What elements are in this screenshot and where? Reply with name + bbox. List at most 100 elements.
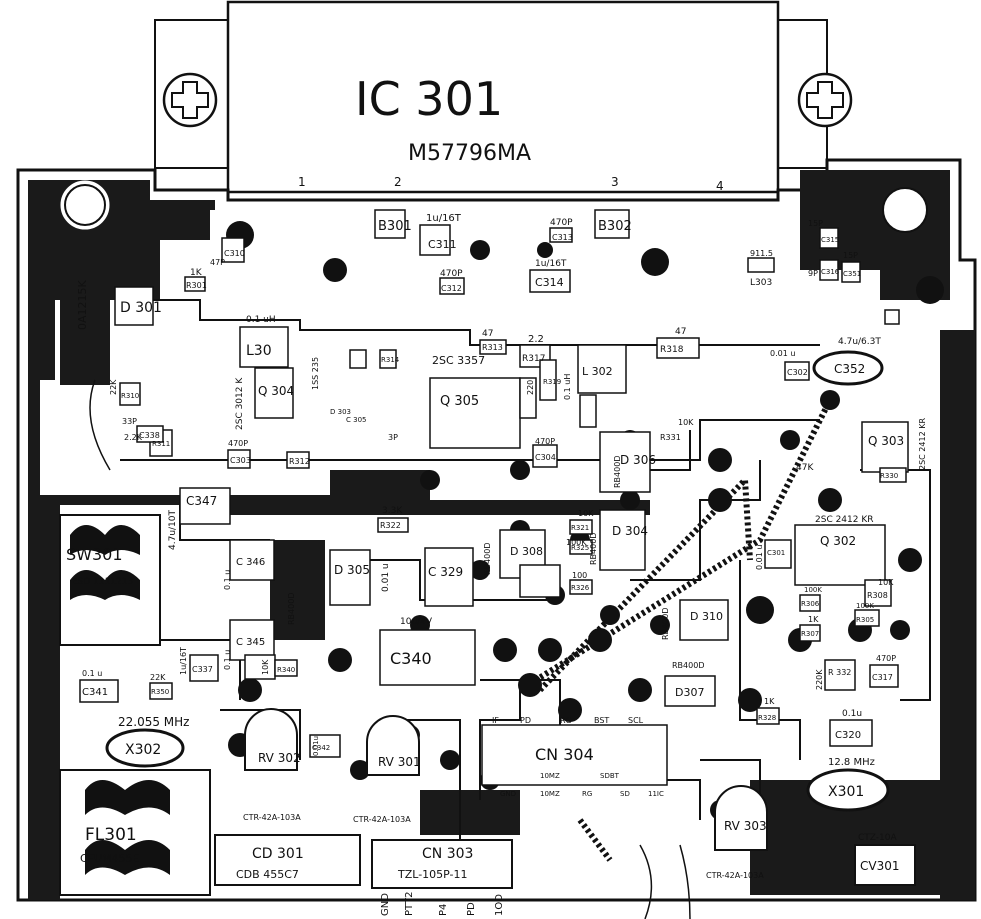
cv301-label: CV301 [860,859,900,873]
c347-value: 4.7u/10T [168,509,178,550]
d304-label: D 304 [612,524,648,538]
r305-value: 100K [856,602,874,610]
c313-value: 470P [550,218,573,228]
r328-value: 1K [764,697,775,706]
edge-pin-1od: 1OD [494,894,505,916]
cn304-pin-1: IF [492,716,499,725]
ic-pin-4: 4 [716,179,724,193]
c302-value: 0.01 u [770,349,795,358]
c317-value: 470P [876,654,896,663]
rv301-label: RV 301 [378,755,421,769]
cn303-value: TZL-105P-11 [397,868,468,881]
fl301-value: CFUM455E [80,852,140,865]
c303-value: 470P [228,439,248,448]
cn304-bot-2: 10MZ [540,790,560,798]
c305-label: C 305 [346,416,366,424]
d301-value: 0A1215K [76,279,89,330]
c311-label: C311 [428,238,457,251]
sw301-label: SW301 [66,545,123,564]
d307-value: RB400D [672,661,704,670]
cn304-bot-4: SD [620,790,630,798]
r308-value: 10K [878,578,894,587]
d310-value: RB400D [661,608,670,640]
c312-label: C312 [441,284,462,293]
c329-label: C 329 [428,565,463,579]
q302-value: 2SC 2412 KR [815,515,874,525]
c315-value: 15P [808,219,823,228]
q302-label: Q 302 [820,534,856,548]
c301-label: C301 [767,549,785,557]
r326-label: R326 [571,584,590,592]
c305-value: 3P [388,433,398,442]
c317-label: C317 [872,673,893,682]
cd301-label: CD 301 [252,846,304,862]
r350-label: R350 [151,688,169,696]
r319-value: 220 [526,380,535,395]
r307-label: R307 [801,630,819,638]
c301-value: 0.01 u [755,545,764,570]
r310-label: R310 [121,392,139,400]
r310-value: 22K [109,379,118,395]
c314-label: C314 [535,276,564,289]
screw-left-icon [162,72,218,128]
d301-label: D 301 [120,300,162,316]
x301-value: 12.8 MHz [828,757,875,768]
c304-label: C304 [535,453,556,462]
b301-label: B301 [378,219,412,234]
d305-label: D 305 [334,563,370,577]
c347-label: C347 [186,494,217,508]
r313-value: 47 [482,329,493,339]
d307-label: D307 [675,686,704,699]
b302-label: B302 [598,219,632,234]
c346-label: C 346 [236,557,265,568]
r306-label: R306 [801,600,820,608]
c302-label: C302 [787,368,808,377]
ic-pin-1: 1 [298,175,306,189]
ic-ref-label: IC 301 [355,72,503,126]
r308-label: R308 [867,591,888,600]
c346-value: 0.1 u [223,570,232,590]
r321-value: 10K [578,509,594,518]
cn304-mid-1: 10MZ [540,772,560,780]
c310-label: C310 [224,249,245,258]
c337-label: C337 [192,665,213,674]
r321-label: R321 [571,524,589,532]
r322-value: 3.3K [382,506,403,516]
c303-label: C303 [230,456,251,465]
r328-label: R328 [758,714,776,722]
r317-value: 2.2 [528,334,544,345]
c315-label: C315 [821,236,839,244]
c340-label: C340 [390,649,432,668]
l303-value: 911.5 [750,249,773,258]
q305-value: 2SC 3357 [432,354,485,367]
q305-label: Q 305 [440,394,479,409]
switch-body [59,514,161,646]
r313-label: R313 [482,343,503,352]
cn303-label: CN 303 [422,846,473,862]
c313-label: C313 [552,233,573,242]
r317-label: R317 [522,354,545,364]
c342-value: 0.01u [312,736,320,756]
pads [226,221,944,820]
cn304-label: CN 304 [535,745,594,764]
r340-value: 10K [261,659,270,675]
c316-label: C316 [821,268,840,276]
r340-label: R340 [277,666,295,674]
c320-label: C320 [835,730,861,741]
r325-value: 100K [566,538,587,547]
d304-value: RB400D [589,533,598,565]
c312-value: 470P [440,269,463,279]
c340-value: 10u/4V [400,617,433,627]
r305-label: R305 [856,616,874,624]
d308-value: RB400D [483,543,492,575]
r301-value: 1K [190,268,203,278]
r301-label: R301 [186,281,207,290]
component-labels: B301 B302 C311 1u/16T C313 470P C312 470… [66,213,927,881]
r319-label: R319 [543,378,561,386]
c345-label: C 345 [236,637,265,648]
cn304-pin-2: PD [520,716,531,725]
c338-value: 33P [122,417,137,426]
trimmer-bodies [244,708,768,851]
r311-label: R311 [152,440,170,448]
